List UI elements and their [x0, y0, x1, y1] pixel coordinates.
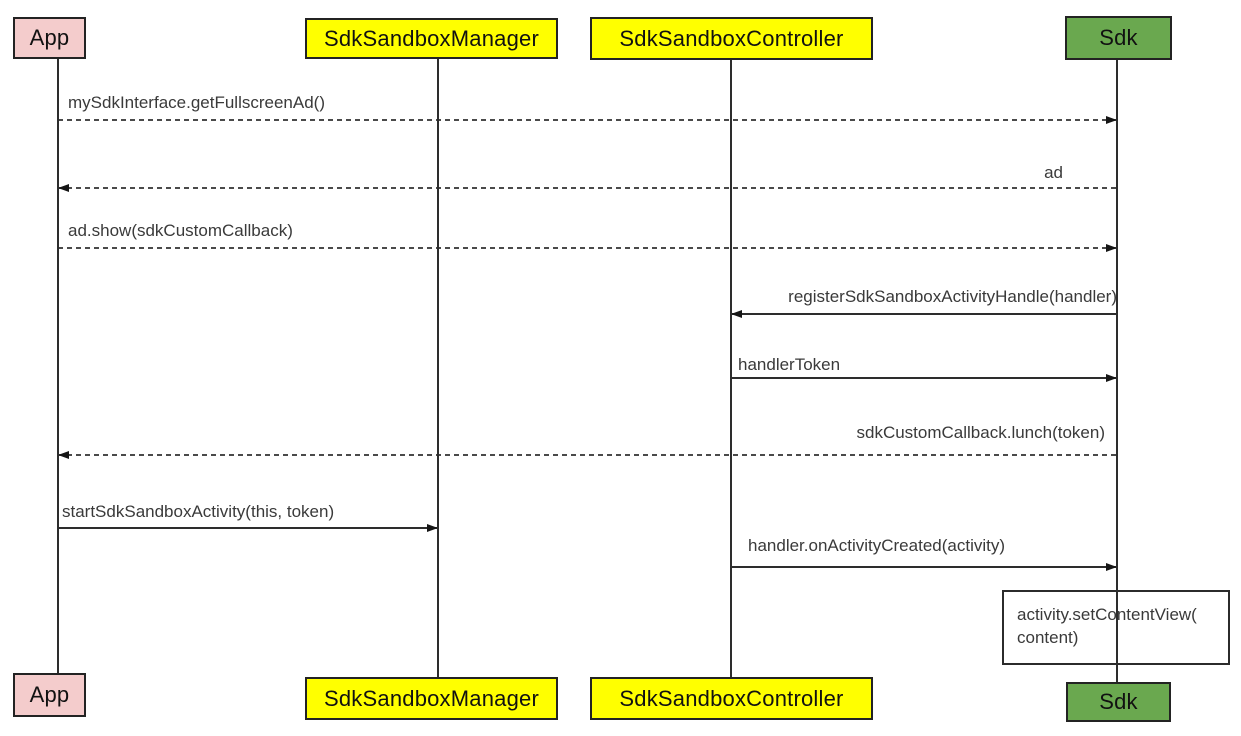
- msg-registerhandle-label: registerSdkSandboxActivityHandle(handler…: [788, 287, 1117, 306]
- arrowhead-left-icon: [58, 451, 69, 459]
- actor-top-sdksandboxmanager-label: SdkSandboxManager: [324, 25, 539, 51]
- actor-bottom-sdksandboxcontroller: SdkSandboxController: [590, 677, 873, 720]
- msg-ad-label: ad: [1044, 163, 1063, 182]
- arrowhead-right-icon: [1106, 116, 1117, 124]
- note-setcontentview-line1: activity.setContentView(: [1017, 605, 1197, 624]
- msg-adshow-label: ad.show(sdkCustomCallback): [68, 221, 293, 240]
- msg-callbacklunch-label: sdkCustomCallback.lunch(token): [856, 423, 1106, 442]
- actor-bottom-sdksandboxmanager: SdkSandboxManager: [305, 677, 558, 720]
- actor-top-sdksandboxcontroller: SdkSandboxController: [590, 17, 873, 60]
- actor-bottom-sdksandboxcontroller-label: SdkSandboxController: [619, 685, 844, 711]
- msg-handlertoken-line: [731, 374, 1117, 382]
- arrowhead-left-icon: [731, 310, 742, 318]
- msg-startactivity-line: [58, 524, 438, 532]
- arrowhead-right-icon: [1106, 563, 1117, 571]
- actor-top-sdksandboxmanager: SdkSandboxManager: [305, 18, 558, 59]
- arrowhead-left-icon: [58, 184, 69, 192]
- msg-onactivitycreated-line: [731, 563, 1117, 571]
- actor-bottom-sdk-label: Sdk: [1099, 689, 1138, 714]
- lifeline-sdksandboxcontroller: [730, 60, 732, 677]
- msg-getfullscreenad-line: [58, 116, 1117, 124]
- arrowhead-right-icon: [1106, 374, 1117, 382]
- actor-top-app-label: App: [29, 25, 70, 50]
- actor-top-sdk-label: Sdk: [1099, 25, 1138, 50]
- actor-bottom-sdksandboxmanager-label: SdkSandboxManager: [324, 685, 539, 711]
- msg-registerhandle-line: [731, 310, 1117, 318]
- lifeline-app: [57, 59, 59, 673]
- actor-top-app: App: [13, 17, 86, 59]
- msg-onactivitycreated-label: handler.onActivityCreated(activity): [748, 536, 1006, 555]
- msg-startactivity-label: startSdkSandboxActivity(this, token): [62, 502, 335, 521]
- note-setcontentview-line2: content): [1017, 628, 1079, 647]
- actor-bottom-sdk: Sdk: [1066, 682, 1171, 722]
- actor-top-sdk: Sdk: [1065, 16, 1172, 60]
- msg-adshow-line: [58, 244, 1117, 252]
- lifeline-sdksandboxmanager: [437, 59, 439, 677]
- actor-bottom-app-label: App: [29, 682, 70, 707]
- msg-ad-line: [58, 184, 1117, 192]
- lifeline-sdk: [1116, 60, 1118, 682]
- actor-bottom-app: App: [13, 673, 86, 717]
- msg-handlertoken-label: handlerToken: [738, 355, 841, 374]
- arrowhead-right-icon: [427, 524, 438, 532]
- msg-callbacklunch-line: [58, 451, 1117, 459]
- msg-getfullscreenad-label: mySdkInterface.getFullscreenAd(): [68, 93, 325, 112]
- arrowhead-right-icon: [1106, 244, 1117, 252]
- actor-top-sdksandboxcontroller-label: SdkSandboxController: [619, 25, 844, 51]
